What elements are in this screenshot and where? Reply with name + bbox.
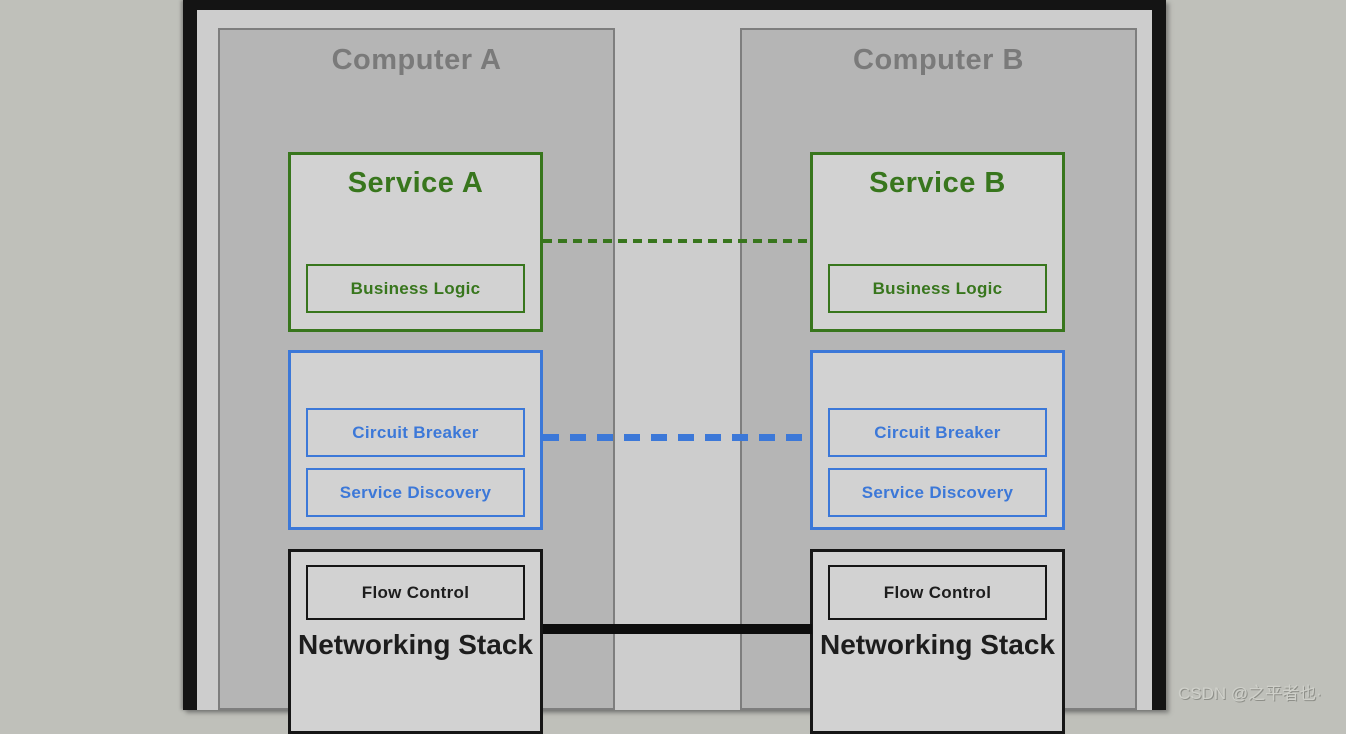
service-a-title: Service A: [347, 167, 484, 199]
middleware-a-box: Circuit Breaker Service Discovery: [288, 350, 543, 530]
service-b-box: Service B Business Logic: [810, 152, 1065, 332]
service-discovery-a-box: Service Discovery: [306, 468, 525, 517]
service-link-dashed-line: [543, 239, 811, 243]
diagram-page: { "watermark": "CSDN @之平者也·", "colors": …: [183, 0, 1322, 734]
service-a-box: Service A Business Logic: [288, 152, 543, 332]
service-discovery-b-box: Service Discovery: [828, 468, 1047, 517]
flow-control-b-box: Flow Control: [828, 565, 1047, 620]
computer-a-title: Computer A: [331, 44, 502, 76]
computer-b-box: Computer B Service B Business Logic Circ…: [740, 28, 1137, 734]
computer-a-box: Computer A Service A Business Logic Circ…: [218, 28, 615, 734]
networking-stack-a-box: Flow Control Networking Stack: [288, 549, 543, 734]
networking-stack-b-box: Flow Control Networking Stack: [810, 549, 1065, 734]
service-b-title: Service B: [869, 167, 1006, 199]
networking-stack-b-label: Networking Stack: [820, 629, 1055, 660]
csdn-watermark: CSDN @之平者也·: [1178, 684, 1322, 703]
flow-control-a-box: Flow Control: [306, 565, 525, 620]
circuit-breaker-a-box: Circuit Breaker: [306, 408, 525, 457]
middleware-link-dashed-line: [543, 434, 811, 441]
business-logic-b-box: Business Logic: [828, 264, 1047, 313]
circuit-breaker-b-box: Circuit Breaker: [828, 408, 1047, 457]
networking-stack-a-label: Networking Stack: [298, 629, 533, 660]
middleware-b-box: Circuit Breaker Service Discovery: [810, 350, 1065, 530]
business-logic-a-box: Business Logic: [306, 264, 525, 313]
computer-b-title: Computer B: [853, 44, 1024, 76]
network-link-solid-line: [543, 624, 812, 634]
